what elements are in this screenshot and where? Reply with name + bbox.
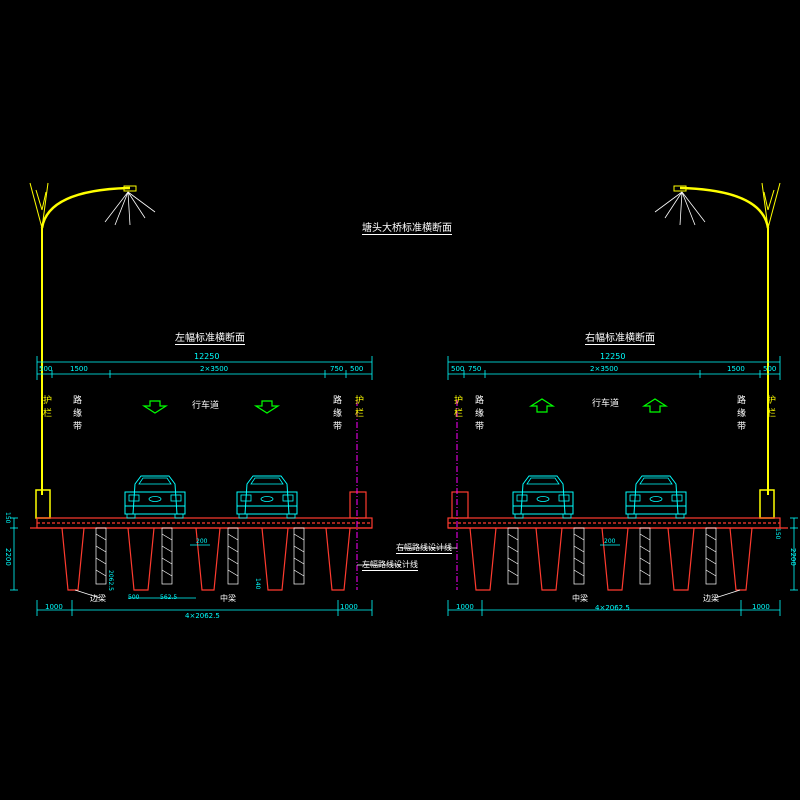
- left-small-dim-4: 200: [196, 538, 208, 545]
- right-seg-1: 750: [468, 365, 482, 373]
- left-deck-structure: [30, 491, 373, 591]
- right-small-dim-1: 150: [774, 528, 781, 540]
- left-design-line-label: 左幅路线设计线: [362, 560, 418, 571]
- left-guardrail-label-2: 护栏: [353, 395, 363, 421]
- right-bottom-dim-2: 1000: [752, 603, 770, 611]
- left-small-dim-3: 140: [254, 578, 261, 590]
- left-curb-label-1: 路缘带: [71, 395, 81, 434]
- right-seg-3: 1500: [727, 365, 745, 373]
- right-seg-2: 2×3500: [590, 365, 619, 373]
- left-diaphragms: [95, 527, 305, 585]
- left-lane-label: 行车道: [192, 401, 220, 411]
- left-total-width: 12250: [194, 352, 220, 361]
- left-seg-2: 2×3500: [200, 365, 229, 373]
- right-diaphragms: [507, 527, 717, 585]
- left-small-dim-2: 2062.5: [107, 570, 114, 591]
- left-seg-3: 750: [330, 365, 344, 373]
- left-slab-dim: 150: [4, 512, 11, 524]
- leader-lines: [74, 547, 741, 599]
- right-seg-4: 500: [763, 365, 777, 373]
- right-edge-beam-label: 边梁: [703, 594, 719, 603]
- left-bottom-dim-0: 1000: [45, 603, 63, 611]
- left-bottom-dim-2: 1000: [340, 603, 358, 611]
- left-seg-4: 500: [350, 365, 364, 373]
- right-curb-label-2: 路缘带: [735, 395, 745, 434]
- left-small-dim-0: 500: [128, 594, 140, 601]
- left-guardrail-label: 护栏: [41, 395, 51, 421]
- right-total-width: 12250: [600, 352, 626, 361]
- right-bottom-dim-1: 4×2062.5: [595, 604, 630, 612]
- left-height-dim: 2200: [4, 548, 12, 566]
- right-deck-structure: [447, 491, 788, 591]
- left-seg-0: 500: [39, 365, 53, 373]
- left-small-dim-1: 562.5: [160, 594, 178, 601]
- right-height-dim: 2200: [789, 548, 797, 566]
- left-bottom-dim-1: 4×2062.5: [185, 612, 220, 620]
- right-bottom-dim-0: 1000: [456, 603, 474, 611]
- right-lamp-post: [654, 182, 781, 519]
- left-mid-beam-label: 中梁: [220, 594, 236, 603]
- right-mid-beam-label: 中梁: [572, 594, 588, 603]
- dimension-lines: [10, 356, 798, 616]
- right-section-title: 右幅标准横断面: [585, 329, 655, 345]
- left-curb-label-2: 路缘带: [331, 395, 341, 434]
- right-design-line-label: 右幅路线设计线: [396, 543, 452, 554]
- left-seg-1: 1500: [70, 365, 88, 373]
- right-curb-label-1: 路缘带: [473, 395, 483, 434]
- left-section-title: 左幅标准横断面: [175, 329, 245, 345]
- right-guardrail-label-2: 护栏: [765, 395, 775, 421]
- right-guardrail-label: 护栏: [452, 395, 462, 421]
- right-seg-0: 500: [451, 365, 465, 373]
- right-lane-label: 行车道: [592, 399, 620, 409]
- left-edge-beam-label: 边梁: [90, 594, 106, 603]
- main-title: 塘头大桥标准横断面: [362, 219, 452, 235]
- right-small-dim-0: 200: [604, 538, 616, 545]
- left-lamp-post: [29, 182, 156, 519]
